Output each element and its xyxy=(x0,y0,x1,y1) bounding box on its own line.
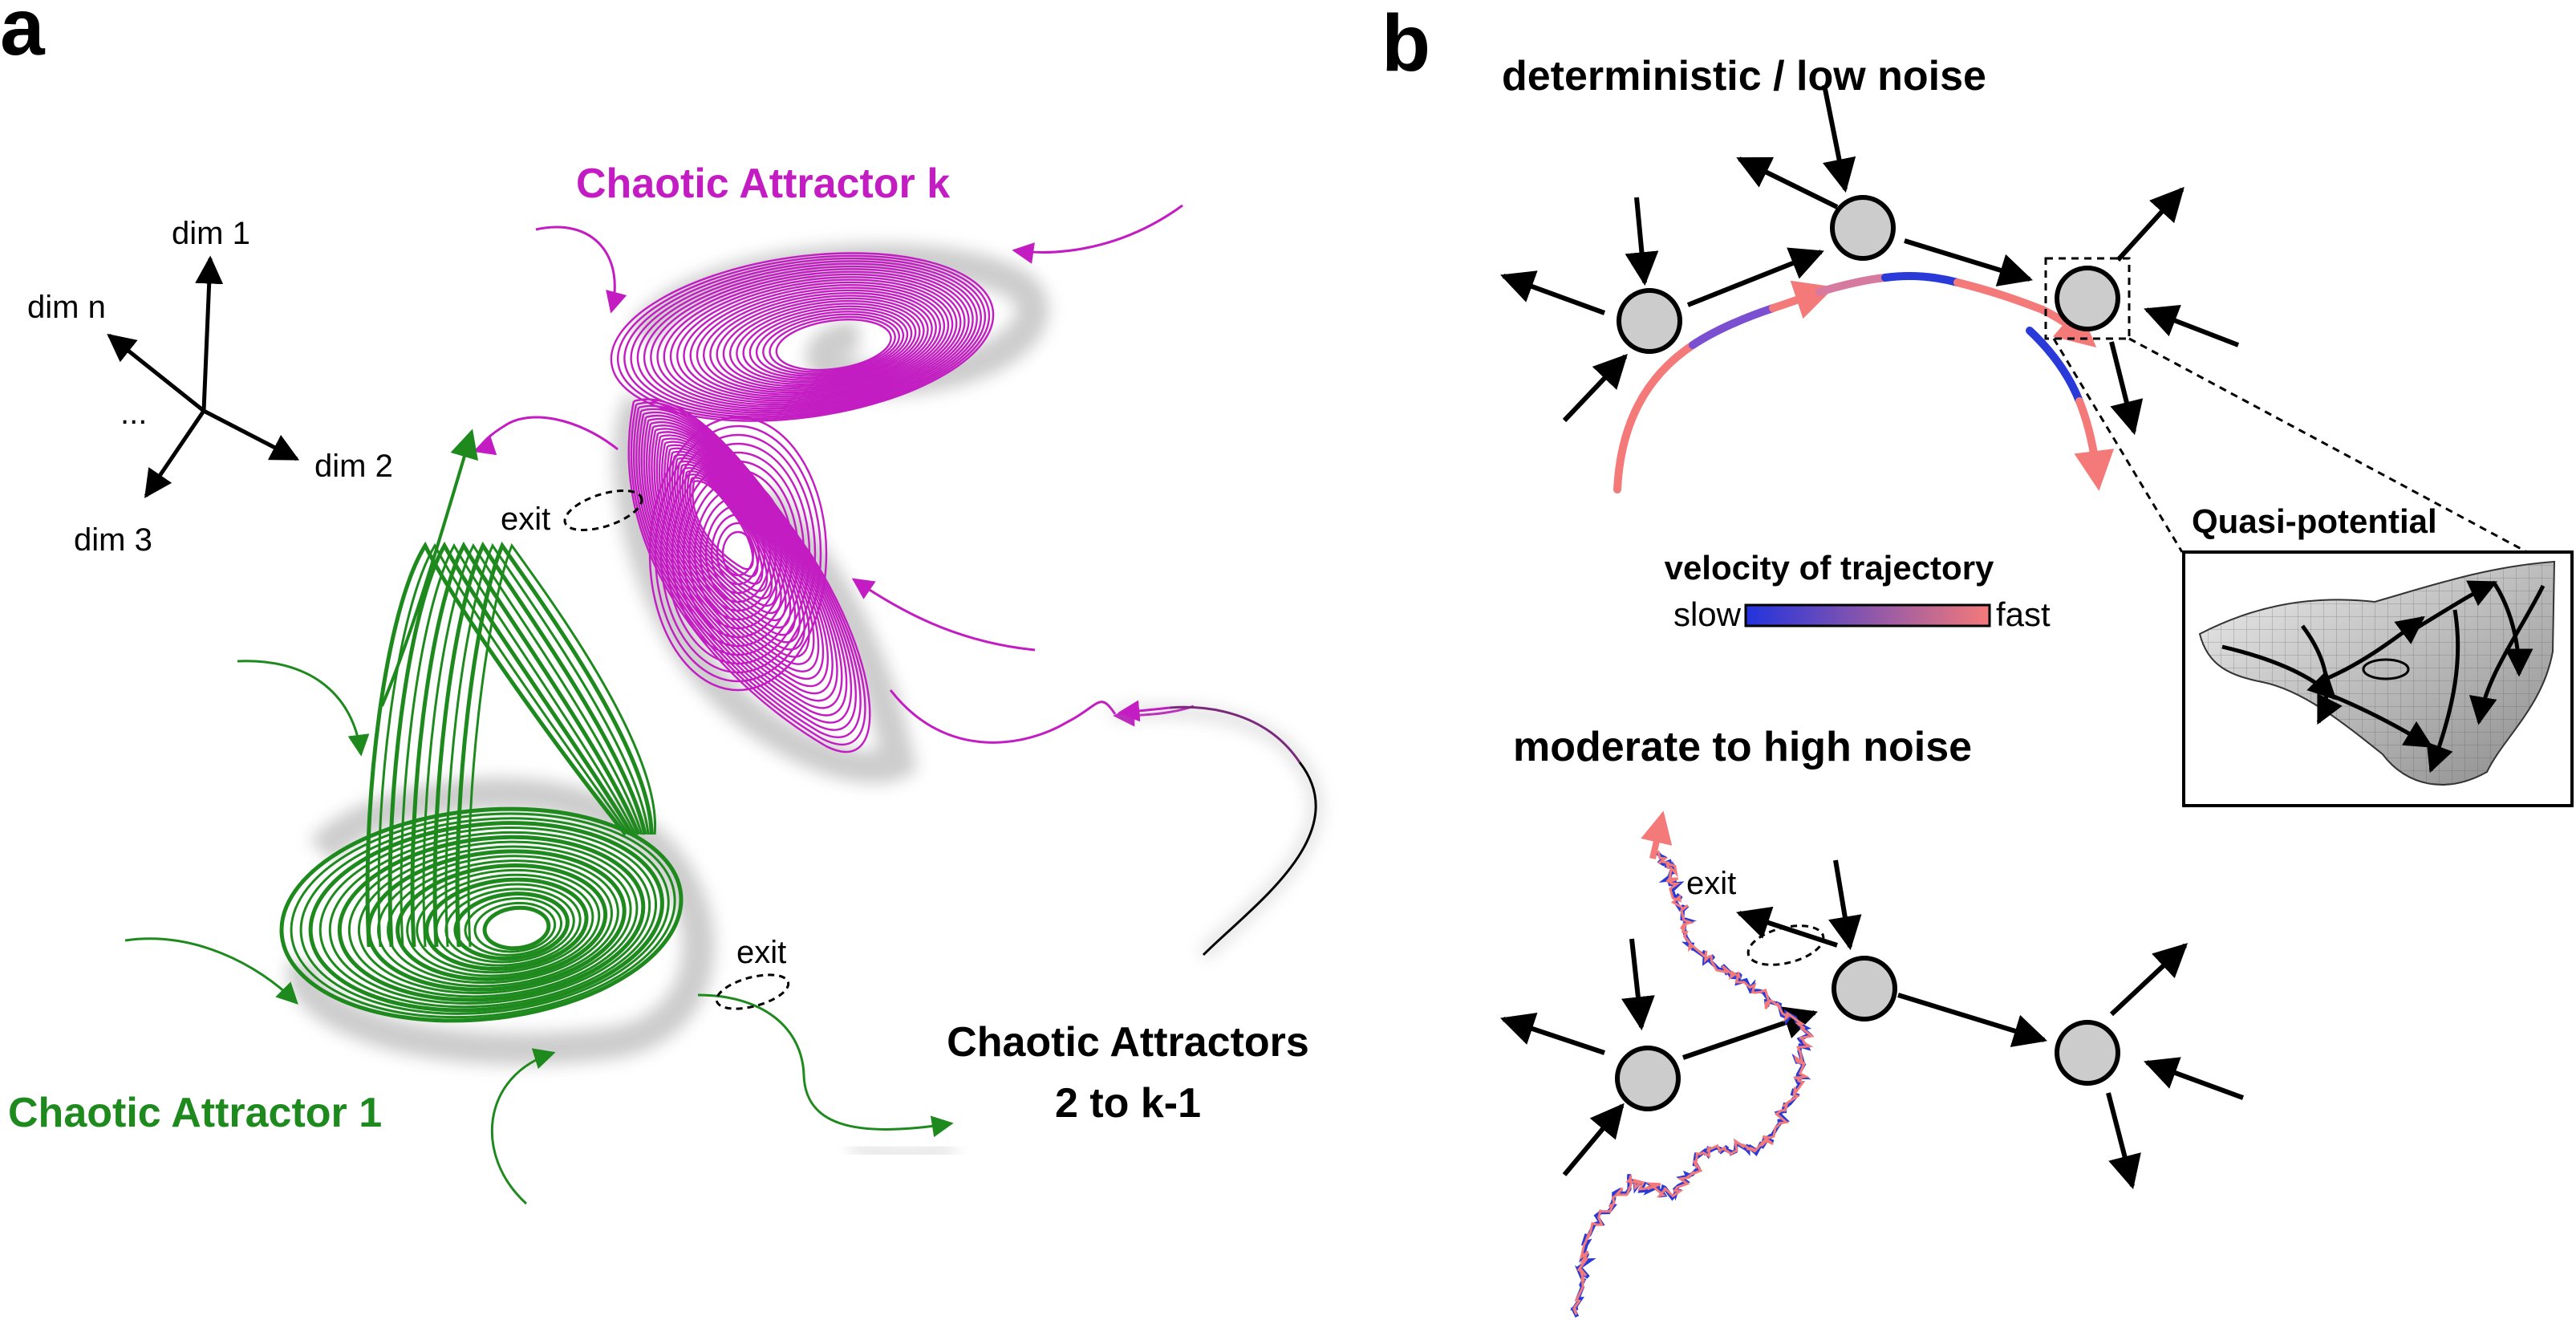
quasi-potential-label: Quasi-potential xyxy=(2192,502,2437,540)
node-top-1 xyxy=(1617,288,1682,354)
axis-label-dimn: dim n xyxy=(27,290,106,325)
connecting-trajectory xyxy=(1113,700,1322,959)
node-top-2 xyxy=(1830,195,1896,261)
exit-label-1: exit xyxy=(736,935,786,970)
chaotic-attractor-k xyxy=(473,204,1195,783)
panel-b-label: b xyxy=(1381,0,1430,88)
velocity-trajectory xyxy=(1613,272,2115,493)
bottom-network-arrows xyxy=(1500,859,2245,1190)
noisy-trajectory xyxy=(1570,810,1815,1318)
bottom-title: moderate to high noise xyxy=(1513,724,1972,770)
top-network-nodes xyxy=(1617,195,2120,354)
attractor-k-label: Chaotic Attractor k xyxy=(576,160,950,207)
panel-a-label: a xyxy=(0,0,46,72)
axis-label-dim1: dim 1 xyxy=(172,216,250,251)
top-title: deterministic / low noise xyxy=(1502,53,1986,100)
coordinate-axes xyxy=(107,255,300,498)
attractor-1-label: Chaotic Attractor 1 xyxy=(8,1090,382,1136)
node-top-3 xyxy=(2055,266,2120,331)
axis-label-dim3: dim 3 xyxy=(74,522,152,558)
legend-fast: fast xyxy=(1996,595,2051,633)
velocity-colorbar xyxy=(1744,603,1991,628)
exit-label-bottom: exit xyxy=(1686,866,1736,901)
axis-label-dots: ... xyxy=(120,396,147,431)
exit-ellipse-bottom xyxy=(1746,924,1825,966)
node-bottom-3 xyxy=(2055,1020,2120,1086)
quasi-potential-inset xyxy=(2182,550,2574,807)
legend-slow: slow xyxy=(1673,595,1742,633)
exit-label-k: exit xyxy=(501,502,550,537)
axis-label-dim2: dim 2 xyxy=(314,449,393,484)
middle-attractors-label-line2: 2 to k-1 xyxy=(1055,1080,1201,1127)
top-network-arrows xyxy=(1500,84,2240,436)
node-bottom-1 xyxy=(1615,1046,1681,1111)
bottom-network-nodes xyxy=(1615,956,2120,1111)
node-bottom-2 xyxy=(1832,956,1897,1021)
chaotic-attractor-1 xyxy=(124,428,956,1205)
zoom-indicator xyxy=(2044,257,2528,554)
middle-attractors-label-line1: Chaotic Attractors xyxy=(947,1019,1309,1066)
legend-title: velocity of trajectory xyxy=(1665,549,1994,587)
